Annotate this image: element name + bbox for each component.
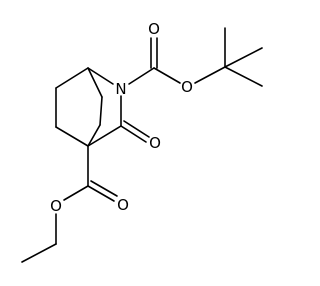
boc-bonds xyxy=(128,27,263,87)
chemical-structure-diagram: N O O O O O xyxy=(21,20,263,263)
atom-label-boc-ether-oxygen: O xyxy=(181,78,193,96)
bond-bridgehead-top-to-n xyxy=(87,67,114,85)
molecule-drawing: N O O O O O xyxy=(21,20,263,263)
bond-boc-carbon-to-ether-o xyxy=(153,67,181,84)
atom-label-boc-carbonyl-oxygen: O xyxy=(148,20,160,38)
ester-bonds xyxy=(21,145,118,263)
ring-bonds xyxy=(55,67,122,147)
bond-ester-co-a xyxy=(87,185,115,202)
bond-left-lower-to-quaternary xyxy=(55,126,89,147)
bond-ether-o-to-tert-carbon xyxy=(194,66,226,84)
atom-label-lactam-oxygen: O xyxy=(149,134,161,152)
atom-label-ester-carbonyl-oxygen: O xyxy=(117,196,129,214)
atom-label-n1: N xyxy=(115,80,126,98)
atom-label-ester-ether-oxygen: O xyxy=(50,197,62,215)
bond-bridgehead-top-to-left-upper xyxy=(55,67,89,89)
bond-lactam-co-a xyxy=(120,125,147,143)
bond-lactam-co-b xyxy=(123,120,150,138)
bond-n-to-boc-carbon xyxy=(128,67,155,85)
bond-ester-carbon-to-ether-o xyxy=(63,185,89,201)
bond-tert-carbon-to-methyl-lower-right xyxy=(224,66,263,87)
bond-mid-lower-to-quaternary xyxy=(87,124,101,147)
bond-mid-upper-to-mid-lower xyxy=(99,96,103,126)
bond-lactam-carbon-to-quaternary xyxy=(87,125,122,147)
atom-labels: N O O O O O xyxy=(50,20,193,215)
bond-tert-carbon-to-methyl-upper-right xyxy=(224,47,263,68)
lactam-carbonyl-bonds xyxy=(120,120,150,143)
bond-ch2-to-ch3 xyxy=(21,243,57,263)
bond-bridgehead-top-to-mid-upper xyxy=(87,67,103,98)
bond-ester-co-b xyxy=(90,180,118,197)
